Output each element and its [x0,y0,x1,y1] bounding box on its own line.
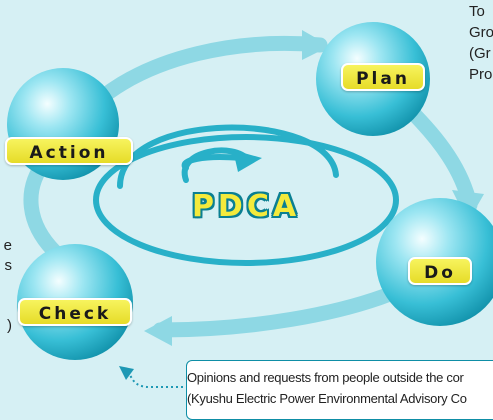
left-text-line: ) [7,317,12,334]
left-text-fragments: e s ) [0,236,12,336]
right-text-line: Gro [469,24,493,41]
opinion-line-1: Opinions and requests from people outsid… [187,370,464,385]
right-text-line: Pro [469,66,493,83]
right-text-line: (Gr [469,45,491,62]
arrow-to-check-icon [144,316,172,346]
dotted-arrowhead-icon [119,366,134,380]
arrow-to-plan-icon [302,30,330,60]
label-action: Action [5,137,133,165]
left-text-line: e [3,237,12,254]
spiral-arrowhead-icon [233,150,262,172]
right-text-fragments: To Gro (Gr Pro [469,1,493,85]
opinion-box: Opinions and requests from people outsid… [186,360,493,420]
label-check: Check [18,298,132,326]
label-do: Do [408,257,472,285]
opinion-line-2: (Kyushu Electric Power Environmental Adv… [187,391,467,406]
pdca-center-label: PDCA [191,189,301,224]
opinion-dotted-arrow [119,366,188,388]
right-text-line: To [469,3,485,20]
left-text-line: s [4,257,13,274]
label-plan: Plan [341,63,425,91]
